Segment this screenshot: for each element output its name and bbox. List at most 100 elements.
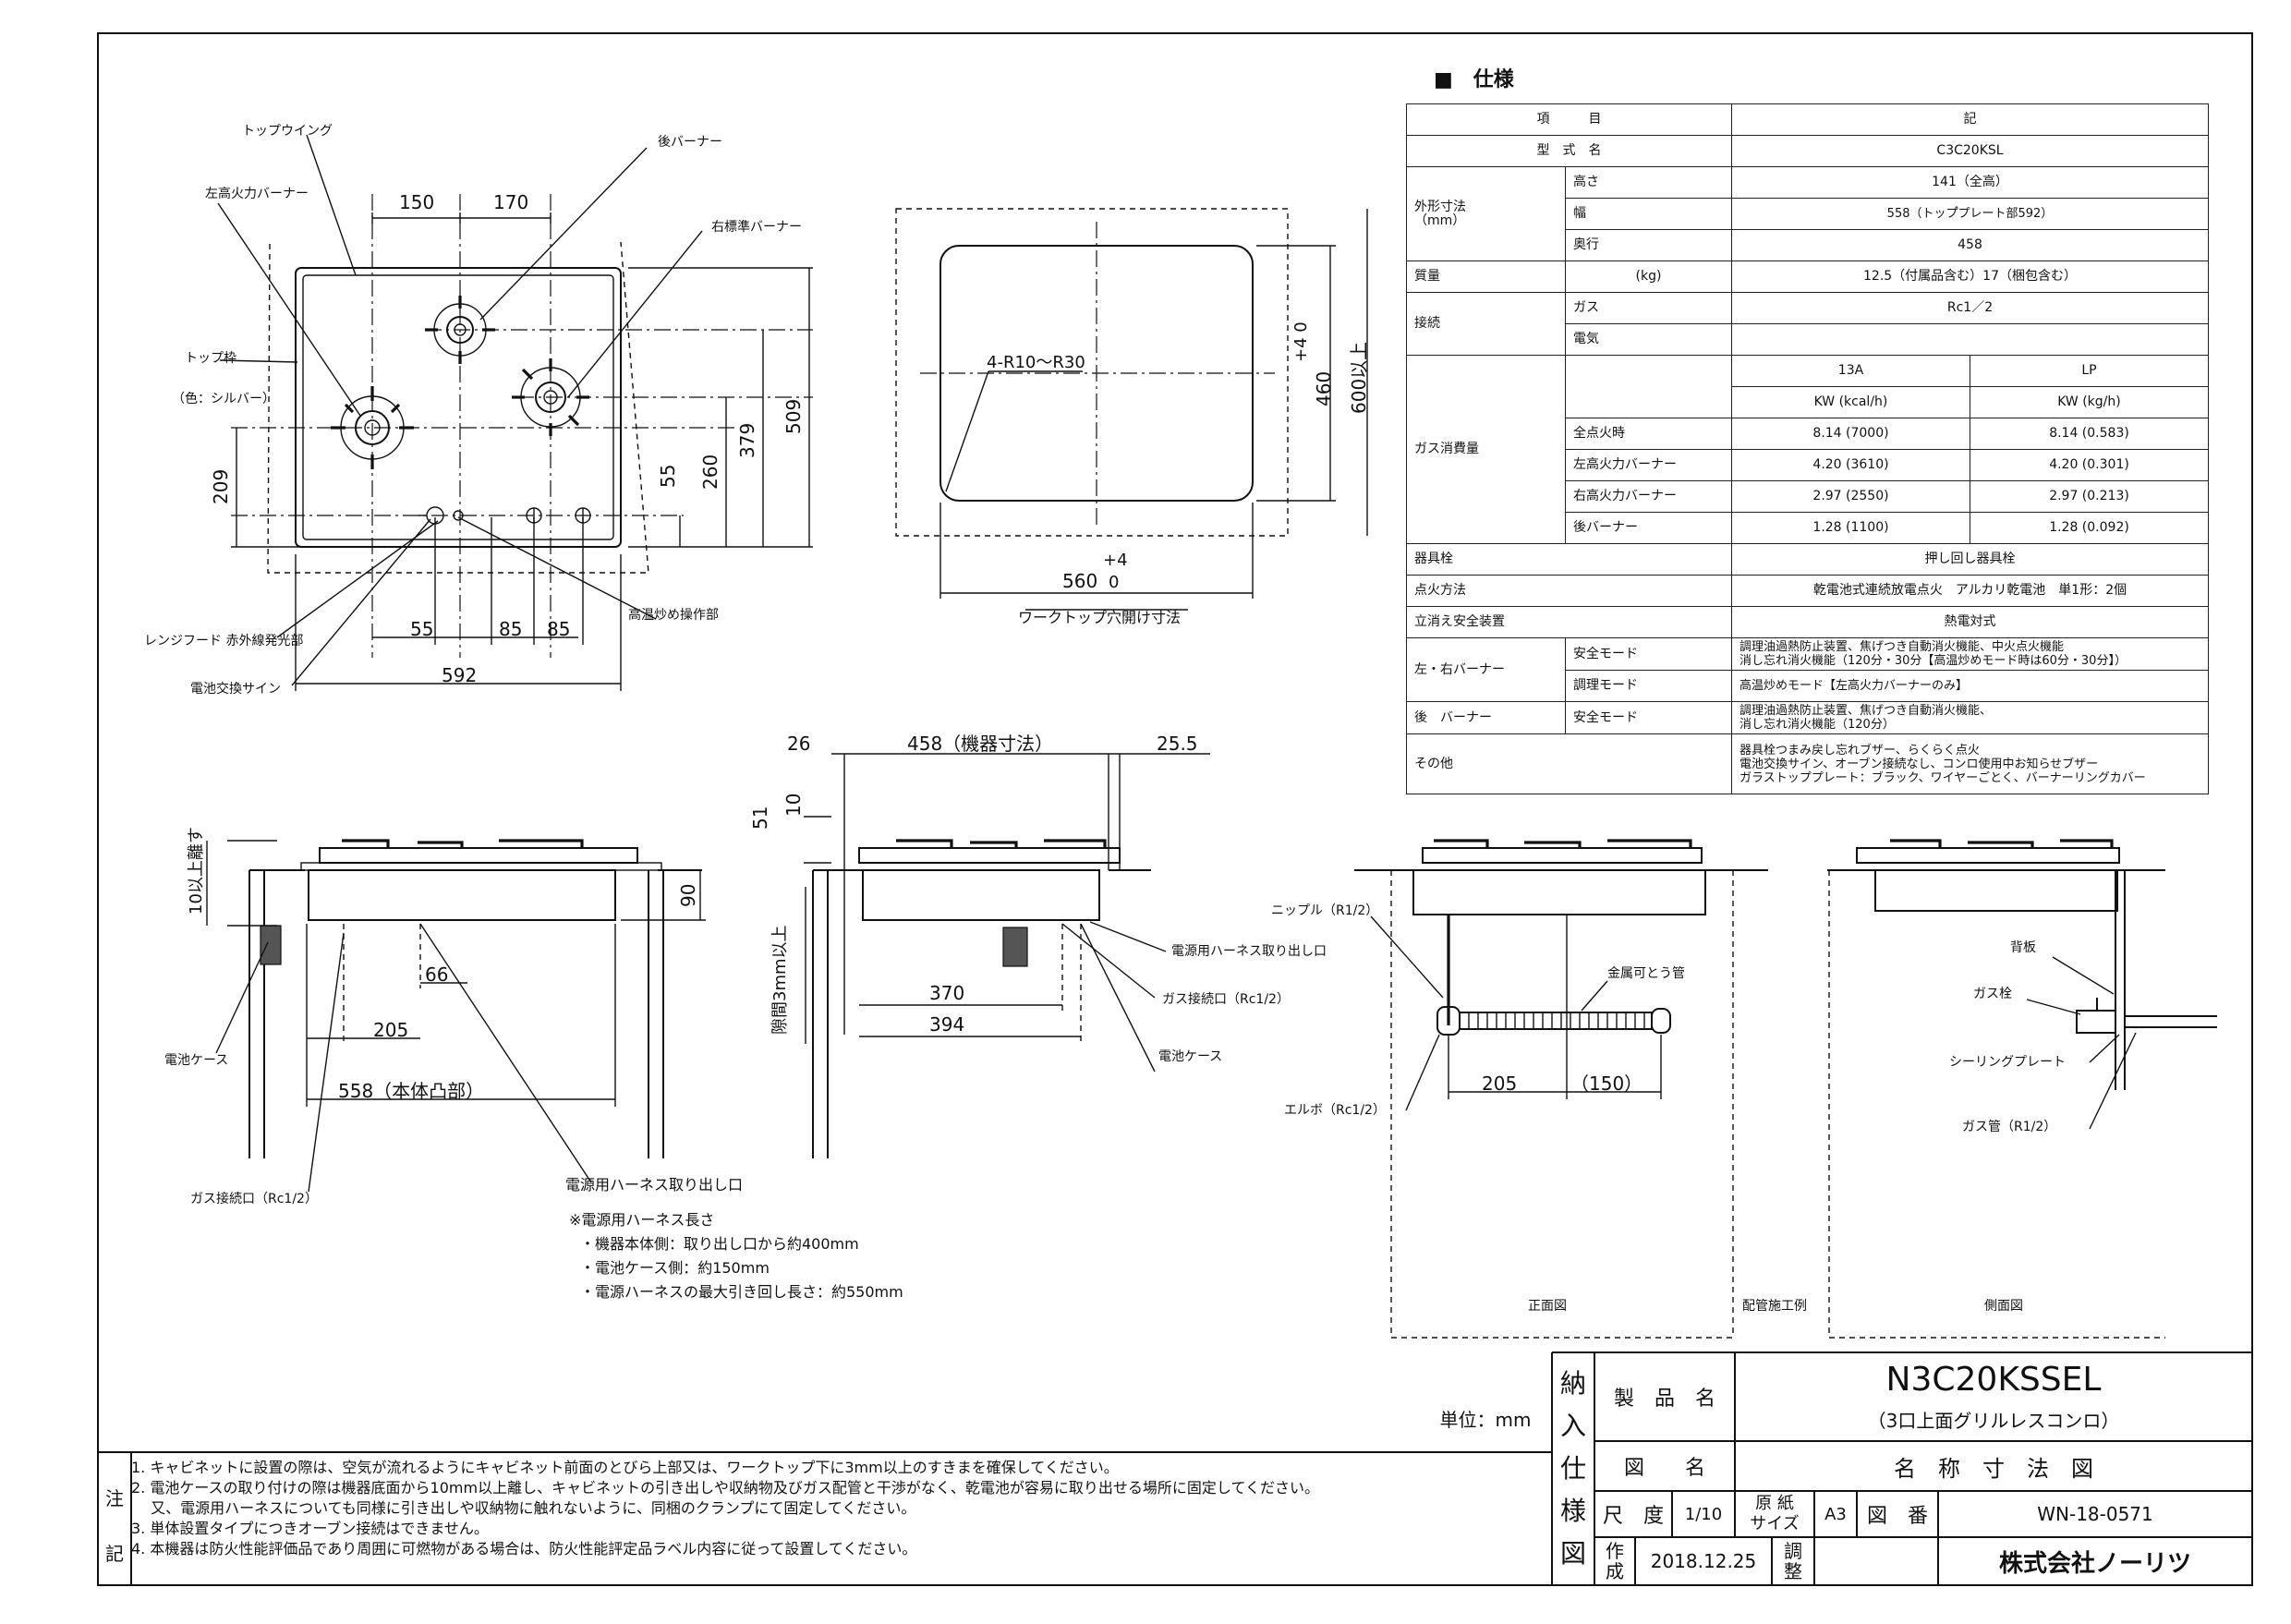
dim-170: 170: [493, 191, 528, 213]
label-battery-case: 電池ケース: [164, 1053, 228, 1068]
spec-model: C3C20KSL: [1731, 135, 2209, 167]
spec-cook-mode: 調理モード: [1565, 670, 1732, 702]
spec-ignition-label: 点火方法: [1406, 575, 1732, 607]
dim-558: 558（本体凸部）: [338, 1080, 484, 1102]
spec-row-name: 右高火力バーナー: [1565, 480, 1732, 513]
product-label: 製 品 名: [1613, 1388, 1715, 1411]
label-left-burner: 左高火力バーナー: [205, 186, 309, 201]
label-gas-pipe: ガス管（R1/2）: [1962, 1120, 2056, 1134]
label-elbow: エルボ（Rc1/2）: [1284, 1103, 1386, 1118]
label-battery-case-2: 電池ケース: [1158, 1049, 1222, 1064]
top-view: [217, 134, 813, 691]
spec-row-13a: 4.20 (3610): [1731, 449, 1970, 481]
dim-205a: 205: [373, 1019, 408, 1041]
label-right-burner: 右標準バーナー: [711, 220, 802, 235]
note-item: 3. 単体設置タイプにつきオーブン接続はできません。: [131, 1520, 489, 1537]
label-nipple: ニップル（R1/2）: [1271, 903, 1378, 918]
note-item: 4. 本機器は防火性能評価品であり周囲に可燃物がある場合は、防火性能評定品ラベル…: [131, 1540, 917, 1557]
worktop-cutout-view: [895, 208, 1368, 611]
dim-55h: 55: [410, 618, 433, 640]
label-metal-hose: 金属可とう管: [1607, 966, 1685, 981]
spec-valve-label: 器具栓: [1406, 543, 1732, 576]
product-description: （3口上面グリルレスコンロ）: [1867, 1409, 2120, 1432]
spec-height: 141（全高）: [1731, 166, 2209, 199]
scale-value: 1/10: [1684, 1504, 1723, 1524]
label-top-frame: トップ枠: [185, 351, 236, 366]
notes-label: 注記: [105, 1487, 124, 1565]
dim-85a: 85: [499, 618, 522, 640]
spec-row-13a: 1.28 (1100): [1731, 512, 1970, 544]
dim-370: 370: [929, 982, 964, 1004]
spec-title: ■ 仕様: [1434, 68, 1514, 91]
dim-90: 90: [677, 884, 699, 907]
label-worktop-cutout: ワークトップ穴開け寸法: [1018, 609, 1181, 626]
paper-size-label: 原 紙 サイズ: [1750, 1494, 1800, 1533]
spec-row-lp: 1.28 (0.092): [1970, 512, 2209, 544]
company-logo: 株式会社ノーリツ: [1998, 1549, 2191, 1578]
spec-row-lp: 8.14 (0.583): [1970, 418, 2209, 450]
dim-85b: 85: [547, 618, 570, 640]
spec-cook-mode-value: 高温炒めモード【左高火力バーナーのみ】: [1731, 670, 2209, 702]
dim-260: 260: [699, 454, 721, 490]
dim-460: 460: [1313, 371, 1335, 406]
dim-25-5: 25.5: [1157, 733, 1198, 755]
harness-line-2: ・電池ケース側：約150mm: [580, 1259, 770, 1277]
label-sealing-plate: シーリングプレート: [1949, 1055, 2066, 1070]
spec-height-label: 高さ: [1565, 166, 1732, 199]
paper-size: A3: [1824, 1504, 1847, 1524]
spec-rear-label: 後 バーナー: [1406, 701, 1566, 734]
dim-26: 26: [787, 733, 810, 755]
drawing-label: 図 名: [1623, 1457, 1705, 1480]
label-back-panel: 背板: [2010, 940, 2036, 955]
spec-row-name: 全点火時: [1565, 418, 1732, 450]
spec-row-name: 後バーナー: [1565, 512, 1732, 544]
sheet-border: [97, 32, 2253, 1586]
harness-line-1: ・機器本体側：取り出し口から約400mm: [580, 1235, 859, 1253]
spec-consumption-label: ガス消費量: [1406, 355, 1566, 544]
spec-width: 558（トップ゚プレート部592）: [1731, 198, 2209, 230]
dim-560-tol0: 0: [1109, 573, 1119, 592]
spec-col-lp: LP: [1970, 355, 2209, 387]
label-high-temp-op: 高温炒め操作部: [628, 607, 719, 623]
spec-row-lp: 4.20 (0.301): [1970, 449, 2209, 481]
spec-other-label: その他: [1406, 733, 1732, 794]
spec-row-name: 左高火力バーナー: [1565, 449, 1732, 481]
title-block-frame: [1551, 1351, 2252, 1585]
product-name: N3C20KSSEL: [1885, 1360, 2102, 1399]
note-item: 2. 電池ケースの取り付けの際は機器底面から10mm以上離し、キャビネットの引き…: [131, 1479, 1319, 1497]
spec-model-label: 型 式 名: [1406, 135, 1732, 167]
spec-depth-label: 奥行: [1565, 229, 1732, 261]
label-side-view: 側面図: [1984, 1299, 2023, 1314]
delivery-spec-title: 納 入 仕 様 図: [1559, 1368, 1586, 1569]
dim-379: 379: [736, 423, 758, 458]
label-front-view: 正面図: [1528, 1299, 1567, 1314]
dim-560: 560: [1062, 570, 1097, 592]
dim-458: 458（機器寸法）: [907, 733, 1053, 755]
dim-55v: 55: [657, 465, 679, 488]
spec-outer-dim: 外形寸法 （mm）: [1406, 166, 1566, 261]
spec-header-value: 記: [1731, 103, 2209, 136]
metal-hose-shape: [1459, 1012, 1653, 1030]
label-battery-sign: 電池交換サイン: [190, 681, 281, 697]
drawing-name: 名 称 寸 法 図: [1894, 1455, 2093, 1482]
top-plate: [295, 267, 622, 548]
spec-safe-mode-2: 安全モード: [1565, 701, 1732, 734]
label-gas-inlet-mid: ガス接続口（Rc1/2）: [1162, 991, 1290, 1007]
unit-label: 単位：mm: [1439, 1408, 1532, 1431]
section-view-middle: [804, 753, 1210, 1158]
spec-row-lp: 2.97 (0.213): [1970, 480, 2209, 513]
spec-mass: 12.5（付属品含む）17（梱包含む）: [1731, 261, 2209, 293]
spec-safety: 熱電対式: [1731, 606, 2209, 638]
spec-mass-unit: (kg): [1565, 261, 1732, 293]
dim-394: 394: [929, 1013, 964, 1036]
spec-other-value: 器具栓つまみ戻し忘れブザー、らくらく点火 電池交換サイン、オーブン接続なし、コン…: [1731, 733, 2209, 794]
dim-460-tol: +4 0: [1291, 321, 1311, 362]
spec-safety-label: 立消え安全装置: [1406, 606, 1732, 638]
gas-cock-shape: [2076, 1010, 2116, 1034]
check-label: 調 整: [1784, 1540, 1802, 1582]
battery-case-shape: [260, 925, 282, 965]
spec-unit-13a: KW (kcal/h): [1731, 386, 1970, 418]
label-rangehood-sensor: レンジフード 赤外線発光部: [144, 634, 303, 648]
